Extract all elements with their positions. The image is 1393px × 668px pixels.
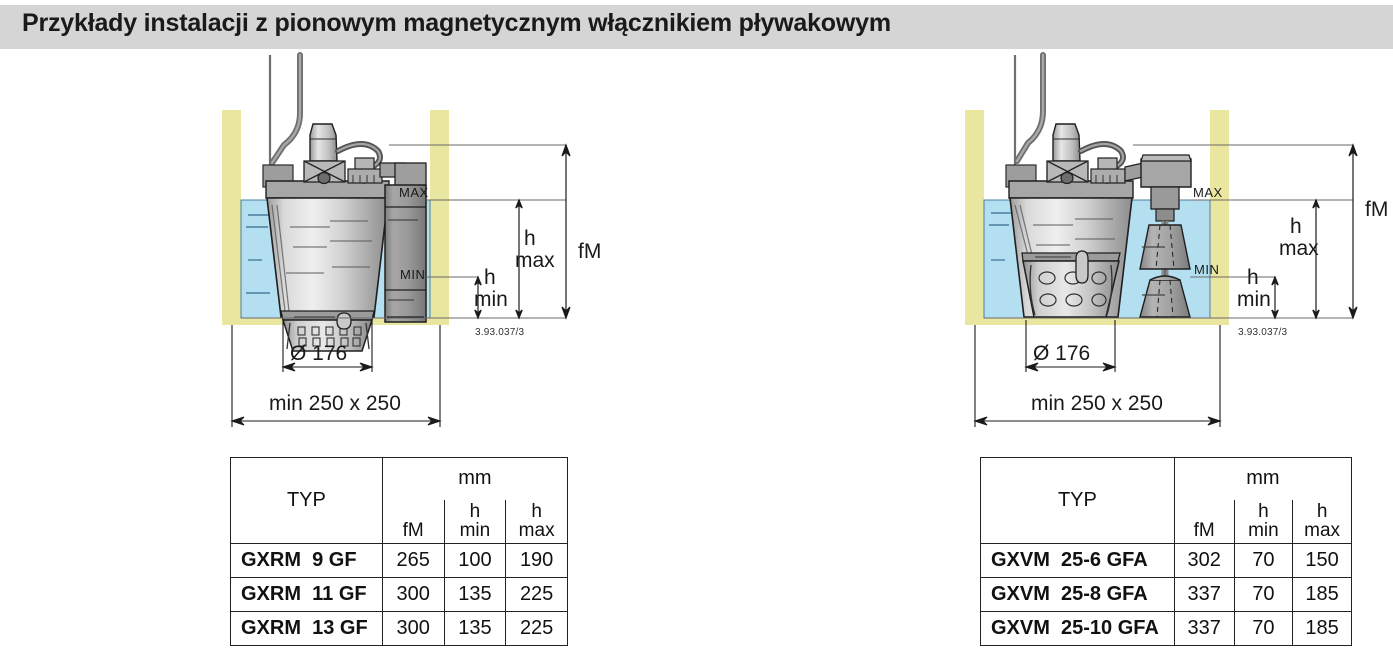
right-pit-size-label: min 250 x 250	[1031, 392, 1163, 415]
right-subhead-hmax: h max	[1292, 499, 1352, 544]
dimension-fm	[561, 143, 571, 320]
left-diagram-drawing	[222, 52, 571, 427]
level-reference-lines	[241, 144, 566, 319]
left-row-1-hmax: 225	[505, 577, 568, 612]
left-installation-diagram: MAX MIN fM h max h min 3.93.037/3 Ø 176 …	[0, 52, 680, 440]
right-subhead-hmin: h min	[1233, 499, 1294, 544]
left-min-label: MIN	[400, 267, 426, 282]
left-hmin-label-line1: h	[484, 266, 496, 289]
right-row-0-hmin: 70	[1233, 543, 1294, 578]
pump-unit	[1005, 123, 1134, 318]
right-reference-code: 3.93.037/3	[1238, 327, 1288, 338]
right-row-1-hmax: 185	[1292, 577, 1352, 612]
left-row-1-hmin: 135	[443, 577, 507, 612]
left-hmax-label-line1: h	[524, 227, 536, 250]
right-row-2-hmin: 70	[1233, 611, 1294, 646]
left-row-1-fm: 300	[381, 577, 445, 612]
right-hmin-label-line2: min	[1237, 288, 1271, 311]
right-fm-label: fM	[1365, 198, 1389, 221]
vertical-magnetic-float-switch	[1124, 154, 1192, 318]
left-row-2-fm: 300	[381, 611, 445, 646]
right-hmin-label-line1: h	[1247, 266, 1259, 289]
dimension-pit-250	[230, 325, 442, 427]
table-header-row-1: TYP mm	[230, 457, 569, 544]
header-band	[0, 5, 1393, 49]
right-hmax-label-line2: max	[1279, 237, 1319, 260]
right-row-0-fm: 302	[1173, 543, 1235, 578]
left-row-0-fm: 265	[381, 543, 445, 578]
left-fm-label: fM	[578, 240, 602, 263]
left-row-0-type: GXRM 9 GF	[230, 543, 383, 578]
dimension-h-max	[1312, 198, 1320, 320]
left-reference-code: 3.93.037/3	[475, 327, 525, 338]
left-subhead-hmin: h min	[443, 499, 507, 544]
right-row-2-type: GXVM 25-10 GFA	[980, 611, 1175, 646]
table-row: GXVM 25-6 GFA 302 70 150	[980, 543, 1352, 578]
left-typ-header: TYP	[230, 457, 383, 544]
right-row-2-hmax: 185	[1292, 611, 1352, 646]
left-row-2-type: GXRM 13 GF	[230, 611, 383, 646]
left-unit-header: mm	[381, 457, 569, 500]
left-hmax-label-line2: max	[515, 249, 555, 272]
left-row-2-hmin: 135	[443, 611, 507, 646]
right-min-label: MIN	[1194, 262, 1220, 277]
pump-handle	[1046, 123, 1089, 185]
left-row-0-hmax: 190	[505, 543, 568, 578]
right-installation-diagram: MAX MIN fM h max h min 3.93.037/3 Ø 176 …	[713, 52, 1393, 440]
right-diagram-drawing	[965, 52, 1358, 427]
right-row-0-hmax: 150	[1292, 543, 1352, 578]
table-row: GXRM 13 GF 300 135 225	[230, 611, 568, 646]
dimension-diameter-176	[1024, 320, 1117, 372]
table-header-row-1: TYP mm	[980, 457, 1353, 544]
left-subhead-hmax: h max	[505, 499, 568, 544]
right-max-label: MAX	[1193, 185, 1223, 200]
table-row: GXRM 11 GF 300 135 225	[230, 577, 568, 612]
right-row-1-fm: 337	[1173, 577, 1235, 612]
right-row-2-fm: 337	[1173, 611, 1235, 646]
float-switch-column	[384, 162, 427, 323]
left-spec-table: TYP mm fM h min h max GXRM 9 GF	[230, 457, 569, 646]
left-diameter-label: Ø 176	[290, 342, 348, 365]
right-hmax-label-line1: h	[1290, 215, 1302, 238]
dimension-pit-250	[973, 325, 1222, 427]
dimension-h-min	[1271, 275, 1279, 320]
left-row-1-type: GXRM 11 GF	[230, 577, 383, 612]
table-row: GXVM 25-8 GFA 337 70 185	[980, 577, 1352, 612]
dimension-diameter-176	[281, 320, 374, 372]
right-row-1-hmin: 70	[1233, 577, 1294, 612]
table-row: GXRM 9 GF 265 100 190	[230, 543, 568, 578]
left-subhead-fm: fM	[381, 499, 445, 544]
dimension-fm	[1348, 143, 1358, 320]
left-max-label: MAX	[399, 185, 429, 200]
right-unit-header: mm	[1173, 457, 1353, 500]
right-typ-header: TYP	[980, 457, 1175, 544]
left-hmin-label-line2: min	[474, 288, 508, 311]
level-reference-lines	[984, 144, 1353, 319]
right-subhead-fm: fM	[1173, 499, 1235, 544]
pump-riser-pipes	[1013, 52, 1046, 173]
table-header-row-2: fM h min h max	[231, 499, 568, 544]
right-diameter-label: Ø 176	[1033, 342, 1091, 365]
left-row-2-hmax: 225	[505, 611, 568, 646]
right-row-0-type: GXVM 25-6 GFA	[980, 543, 1175, 578]
page-title: Przykłady instalacji z pionowym magnetyc…	[22, 9, 891, 37]
table-row: GXVM 25-10 GFA 337 70 185	[980, 611, 1352, 646]
dimension-h-min	[474, 275, 482, 320]
left-pit-size-label: min 250 x 250	[269, 392, 401, 415]
right-row-1-type: GXVM 25-8 GFA	[980, 577, 1175, 612]
right-spec-table: TYP mm fM h min h max GXVM 25-6 GFA	[980, 457, 1353, 646]
left-row-0-hmin: 100	[443, 543, 507, 578]
pump-unit	[262, 123, 406, 352]
pump-handle	[303, 123, 346, 185]
dimension-h-max	[515, 198, 523, 320]
pump-riser-pipes	[268, 52, 303, 173]
